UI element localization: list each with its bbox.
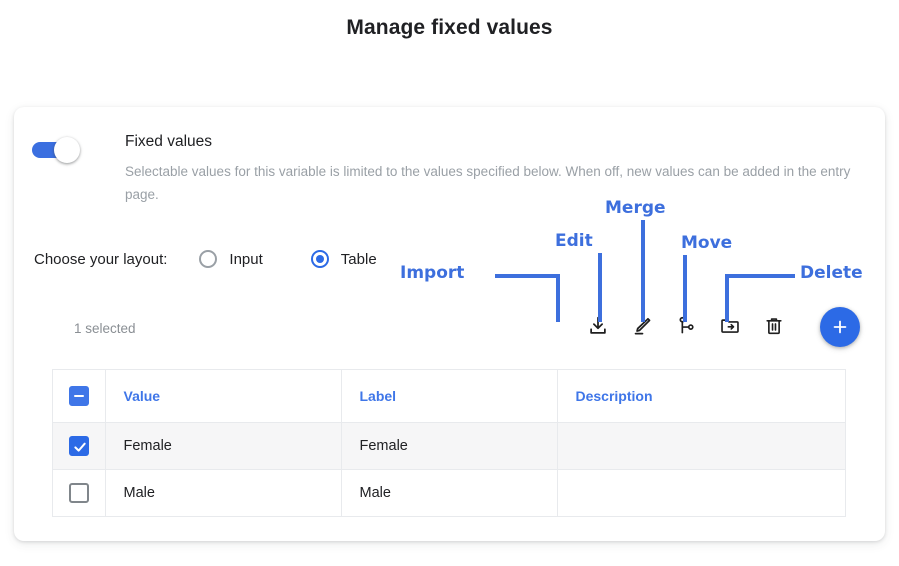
select-all-checkbox[interactable] bbox=[68, 386, 89, 406]
layout-chooser-label: Choose your layout: bbox=[34, 250, 168, 268]
row-description-cell[interactable] bbox=[557, 469, 846, 517]
radio-table-icon[interactable] bbox=[310, 250, 329, 268]
radio-table-label: Table bbox=[340, 250, 377, 268]
row-description-text bbox=[558, 470, 846, 516]
row-value-text: Female bbox=[123, 438, 172, 454]
selected-count-label: 1 selected bbox=[74, 321, 136, 336]
header-description-label: Description bbox=[575, 388, 653, 404]
folder-move-icon bbox=[719, 315, 741, 337]
row-value-text: Male bbox=[123, 485, 155, 501]
fixed-values-card: Fixed values Selectable values for this … bbox=[14, 107, 885, 541]
fixed-values-description: Selectable values for this variable is l… bbox=[125, 164, 851, 202]
header-value[interactable]: Value bbox=[105, 370, 342, 423]
row-checkbox[interactable] bbox=[68, 436, 89, 456]
row-description-cell[interactable] bbox=[557, 422, 846, 470]
trash-icon bbox=[763, 315, 785, 337]
row-label-text: Male bbox=[359, 485, 391, 501]
add-icon bbox=[830, 317, 850, 337]
layout-chooser: Choose your layout: Input Table bbox=[34, 247, 377, 271]
toggle-knob[interactable] bbox=[54, 137, 80, 163]
row-checkbox[interactable] bbox=[68, 483, 89, 503]
radio-input-icon[interactable] bbox=[199, 250, 218, 268]
table-toolbar: 1 selected bbox=[36, 301, 864, 359]
delete-button[interactable] bbox=[762, 313, 786, 339]
header-label[interactable]: Label bbox=[341, 370, 558, 423]
merge-button[interactable] bbox=[674, 313, 698, 339]
table-row[interactable]: Female Female bbox=[53, 422, 846, 470]
page-title: Manage fixed values bbox=[346, 16, 553, 39]
row-checkbox-cell bbox=[53, 469, 106, 517]
row-value-cell[interactable]: Male bbox=[105, 469, 342, 517]
row-label-text: Female bbox=[359, 438, 408, 454]
table-row[interactable]: Male Male bbox=[53, 469, 846, 517]
table-header-row: Value Label Description bbox=[53, 370, 845, 423]
edit-button[interactable] bbox=[630, 313, 654, 339]
download-icon bbox=[587, 315, 609, 337]
row-description-text bbox=[558, 423, 846, 469]
pencil-icon bbox=[631, 315, 653, 337]
header-value-label: Value bbox=[123, 388, 161, 404]
fixed-values-title: Fixed values bbox=[125, 133, 213, 150]
move-button[interactable] bbox=[718, 313, 742, 339]
fixed-values-toggle[interactable] bbox=[32, 136, 88, 164]
radio-option-table[interactable]: Table bbox=[310, 250, 377, 268]
import-button[interactable] bbox=[586, 313, 610, 339]
radio-input-label: Input bbox=[229, 250, 263, 268]
add-value-button[interactable] bbox=[820, 307, 860, 347]
row-checkbox-cell bbox=[53, 422, 106, 470]
row-label-cell[interactable]: Male bbox=[341, 469, 558, 517]
header-description[interactable]: Description bbox=[557, 370, 845, 423]
row-label-cell[interactable]: Female bbox=[341, 422, 558, 470]
merge-icon bbox=[675, 315, 697, 337]
fixed-values-text-block: Fixed values Selectable values for this … bbox=[125, 131, 885, 206]
row-value-cell[interactable]: Female bbox=[105, 422, 342, 470]
radio-option-input[interactable]: Input bbox=[199, 250, 263, 268]
header-checkbox-cell bbox=[53, 370, 106, 423]
header-label-label: Label bbox=[359, 388, 397, 404]
toolbar-actions bbox=[586, 313, 786, 339]
fixed-values-table: Value Label Description bbox=[52, 369, 846, 517]
